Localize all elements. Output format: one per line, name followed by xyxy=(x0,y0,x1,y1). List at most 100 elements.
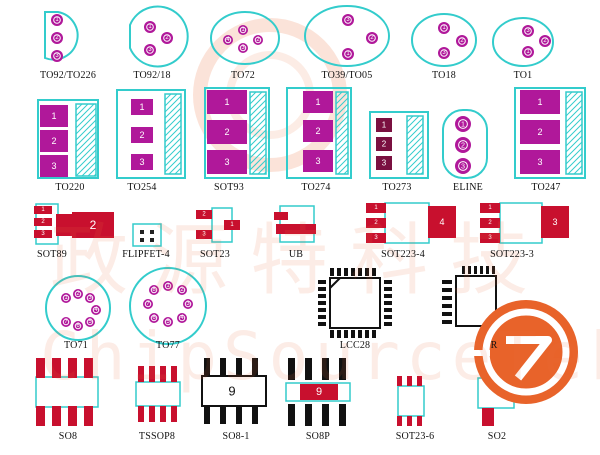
tqfp-pad-left xyxy=(442,280,452,284)
label-tqfp-partial: R xyxy=(490,340,498,351)
eline-pad-2 xyxy=(455,137,471,153)
to18-pad-1-number: 1 xyxy=(442,25,446,31)
to273-tab-hatch-line xyxy=(420,171,424,175)
sot23-pad-2-number: 2 xyxy=(202,212,206,218)
eline-pad-3 xyxy=(455,158,471,174)
sot23-6-pad-bottom xyxy=(397,416,402,426)
to254-tab-hatch-line xyxy=(164,143,182,161)
to72-pad-3-ring xyxy=(239,44,247,52)
to71-pad-1-ring xyxy=(62,294,70,302)
to77-pad-4 xyxy=(177,313,187,323)
to247-tab-hatch-line xyxy=(565,141,583,159)
lcc28-pad-bottom xyxy=(330,330,334,338)
label-eline: ELINE xyxy=(453,182,483,193)
to71-pad-5-number: 5 xyxy=(88,319,92,325)
to220-pad-1 xyxy=(40,105,68,127)
to220-tab-hatch-line xyxy=(81,161,97,177)
so8p-exposed-pad xyxy=(300,384,338,400)
to247-tab-hatch-line xyxy=(565,123,583,141)
so8p-pad-bottom xyxy=(339,404,346,426)
to77-pad-1-number: 1 xyxy=(166,283,170,289)
to274-tab-hatch-line xyxy=(335,121,349,135)
to273-pad-2 xyxy=(376,137,392,151)
to247-pad-3 xyxy=(520,150,560,174)
tssop8-pad-top xyxy=(171,366,177,382)
to92-to226-pad-1 xyxy=(51,14,63,26)
to273-tab-hatch-line xyxy=(406,135,424,153)
tssop8-pad-bottom xyxy=(160,406,166,422)
sot93-tab-hatch-line xyxy=(249,147,267,165)
to71-pad-5 xyxy=(85,317,95,327)
tssop8-pad-bottom xyxy=(171,406,177,422)
sot223-4-pad-3 xyxy=(366,233,386,243)
to71-pad-2 xyxy=(73,289,83,299)
sot23-pad-3 xyxy=(196,230,212,239)
tssop8-outline xyxy=(135,381,181,407)
to247-tab-hatch-line xyxy=(565,91,573,99)
to77-pad-3 xyxy=(183,299,193,309)
to274-tab-hatch-line xyxy=(335,133,349,147)
label-to71: TO71 xyxy=(64,340,88,351)
so8p-exposed-pad-number: 9 xyxy=(316,386,322,398)
to71-pad-1-number: 1 xyxy=(64,295,68,301)
tssop8-pad-bottom xyxy=(149,406,155,422)
to254-tab-hatch-line xyxy=(168,161,182,175)
tqfp-body xyxy=(455,275,497,327)
to247-tab-hatch-line xyxy=(579,171,583,175)
so8-1-marking: 9 xyxy=(228,384,235,399)
to71-pad-6-number: 6 xyxy=(76,323,80,329)
to72-pad-1 xyxy=(238,25,248,35)
to274-tab-hatch-line xyxy=(337,163,349,175)
ub-pad-a xyxy=(274,212,288,220)
to72-pad-4-number: 4 xyxy=(226,37,230,43)
lcc28-pad-top xyxy=(358,268,362,276)
sot89-pad-3-number: 3 xyxy=(41,231,45,237)
label-to92-18: TO92/18 xyxy=(133,70,171,81)
to220-tab-hatch-line xyxy=(75,107,97,129)
lcc28-pad-top xyxy=(365,268,369,276)
sot93-tab-hatch-line xyxy=(263,171,267,175)
label-ub: UB xyxy=(288,249,304,260)
to92-18-pad-2-number: 2 xyxy=(165,35,169,41)
to247-tab-hatch-line xyxy=(565,129,583,147)
label-so2: SO2 xyxy=(487,431,507,442)
tqfp-pad-left xyxy=(442,312,452,316)
to77-pad-1-ring xyxy=(164,282,172,290)
to254-pad-3 xyxy=(131,154,153,170)
to220-pad-3-number: 3 xyxy=(51,161,56,171)
to77-pad-8 xyxy=(149,285,159,295)
so8-pad-top xyxy=(68,358,77,378)
to247-tab-hatch-line xyxy=(565,105,583,123)
to92-18-pad-1-number: 1 xyxy=(148,24,152,30)
to92-18-pad-3-number: 3 xyxy=(148,47,152,53)
to247-tab-hatch-line xyxy=(565,147,583,165)
flipfet4-outline xyxy=(132,223,162,247)
to72-outline xyxy=(210,11,280,65)
to273-tab-hatch-line xyxy=(406,153,424,171)
label-flipfet4: FLIPFET-4 xyxy=(122,249,170,260)
so8-1-pad-bottom xyxy=(236,406,242,424)
lcc28-pad-top xyxy=(351,268,355,276)
to274-pad-1-number: 1 xyxy=(315,97,320,107)
label-tssop8: TSSOP8 xyxy=(138,431,176,442)
sot223-3-pad-2-number: 2 xyxy=(488,220,492,226)
lcc28-pad-top xyxy=(337,268,341,276)
to77-pad-5-number: 5 xyxy=(166,319,170,325)
to71-pad-3-ring xyxy=(86,294,94,302)
sot223-3-pad-tab-number: 3 xyxy=(552,217,557,227)
lcc28-pad-bottom xyxy=(337,330,341,338)
sot93-outline xyxy=(204,87,270,179)
to71-pad-6-ring xyxy=(74,322,82,330)
to274-tab-hatch-line xyxy=(335,109,349,123)
to220-tab-hatch-line xyxy=(75,103,95,123)
to254-pad-1 xyxy=(131,99,153,115)
lcc28-pad-bottom xyxy=(344,330,348,338)
so8-outline xyxy=(35,376,99,408)
to77-pad-6 xyxy=(149,313,159,323)
to77-pad-6-ring xyxy=(150,314,158,322)
sot23-pad-3-number: 3 xyxy=(202,232,206,238)
brand-logo-notch xyxy=(468,350,490,356)
sot93-tab-hatch-line xyxy=(249,141,267,159)
to254-tab-hatch-line xyxy=(164,125,182,143)
